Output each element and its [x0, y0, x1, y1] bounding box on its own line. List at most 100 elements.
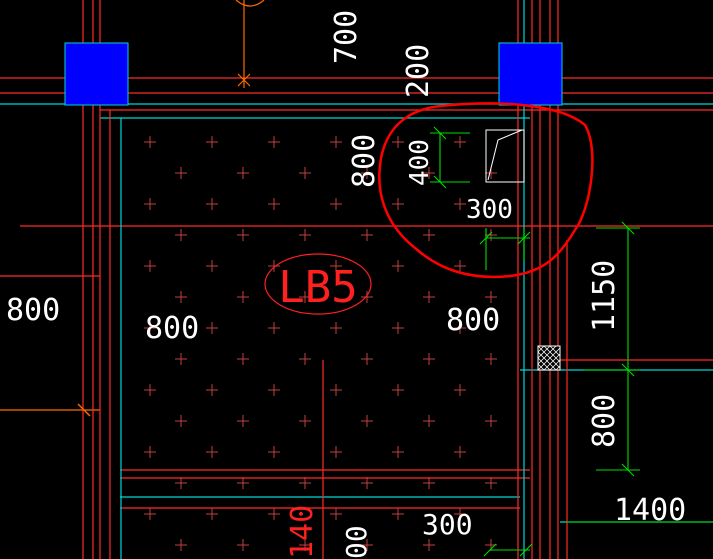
hatch-plus — [392, 198, 404, 210]
dim-300-bottom: 300 — [422, 508, 473, 541]
opening-symbol-icon[interactable] — [485, 129, 525, 183]
hatch-plus — [454, 198, 466, 210]
hatch-plus — [206, 446, 218, 458]
dim-300-hole: 300 — [466, 195, 513, 225]
hatch-plus — [206, 198, 218, 210]
hatch-plus — [361, 229, 373, 241]
hatch-plus — [392, 136, 404, 148]
hatch-plus — [392, 446, 404, 458]
hatch-plus — [330, 508, 342, 520]
hatch-plus — [423, 353, 435, 365]
hatch-plus — [206, 136, 218, 148]
hatch-plus — [237, 415, 249, 427]
hatch-plus — [485, 291, 497, 303]
hatch-plus — [485, 415, 497, 427]
dim-00-bottom: 00 — [340, 525, 373, 559]
dimension-lines — [430, 126, 713, 557]
hatch-plus — [361, 291, 373, 303]
hatch-plus — [454, 384, 466, 396]
hatch-plus — [268, 508, 280, 520]
hatch-plus — [144, 384, 156, 396]
tick-mark — [77, 403, 91, 417]
hatch-plus — [144, 198, 156, 210]
green-dimension-texts: 1150 800 140 — [285, 260, 622, 559]
dim-1400: 1400 — [614, 493, 686, 528]
dim-800-right-vertical: 800 — [587, 394, 622, 448]
hatch-plus — [454, 322, 466, 334]
hatch-plus — [361, 539, 373, 551]
column-right[interactable] — [498, 42, 563, 106]
dim-800-mid-left: 800 — [145, 311, 199, 346]
hatch-plus — [206, 322, 218, 334]
hatch-plus — [361, 167, 373, 179]
hatch-plus — [423, 291, 435, 303]
hatch-plus — [330, 260, 342, 272]
hatch-plus — [361, 415, 373, 427]
hatch-plus — [175, 477, 187, 489]
dim-800-far-left: 800 — [6, 293, 60, 328]
slab-label: LB5 — [278, 262, 357, 313]
hatch-plus — [268, 322, 280, 334]
slab-hatch-pattern — [144, 136, 497, 551]
hatch-plus — [237, 477, 249, 489]
hatch-plus — [144, 508, 156, 520]
hatch-plus — [144, 322, 156, 334]
hatch-plus — [330, 198, 342, 210]
hatch-plus — [299, 229, 311, 241]
hatch-plus — [330, 446, 342, 458]
hatch-plus — [175, 291, 187, 303]
hatch-plus — [423, 477, 435, 489]
hatch-plus — [330, 384, 342, 396]
hatch-plus — [268, 384, 280, 396]
hatch-plus — [237, 229, 249, 241]
hatch-plus — [299, 415, 311, 427]
hatch-plus — [423, 229, 435, 241]
dimension-texts: 700 200 800 400 300 800 800 800 1400 300… — [6, 10, 686, 559]
hatch-plus — [454, 136, 466, 148]
dim-800-left-vertical: 800 — [347, 134, 382, 188]
column-left[interactable] — [64, 42, 129, 106]
hatch-plus — [237, 353, 249, 365]
hatch-plus — [485, 229, 497, 241]
hatch-plus — [361, 477, 373, 489]
hatch-plus — [206, 384, 218, 396]
hatch-plus — [206, 260, 218, 272]
hatch-plus — [175, 353, 187, 365]
hatch-plus — [454, 260, 466, 272]
tick-mark — [237, 73, 251, 87]
dim-800-mid-right: 800 — [446, 303, 500, 338]
dim-1150: 1150 — [587, 260, 622, 332]
hatch-plus — [330, 322, 342, 334]
hatch-plus — [485, 477, 497, 489]
hatch-plus — [485, 353, 497, 365]
hatch-plus — [206, 508, 218, 520]
hatch-plus — [175, 167, 187, 179]
dim-200: 200 — [401, 44, 436, 98]
slab-label-ellipse[interactable] — [264, 253, 372, 315]
hatch-plus — [144, 260, 156, 272]
hatch-plus — [299, 539, 311, 551]
dim-400: 400 — [405, 139, 435, 186]
hatch-plus — [299, 353, 311, 365]
hatch-plus — [144, 136, 156, 148]
hatch-plus — [454, 508, 466, 520]
hatch-plus — [361, 353, 373, 365]
hatch-plus — [268, 136, 280, 148]
hatch-plus — [392, 260, 404, 272]
dim-700: 700 — [329, 10, 364, 64]
hatch-plus — [423, 415, 435, 427]
hatch-plus — [392, 508, 404, 520]
hatch-plus — [268, 446, 280, 458]
dim-140: 140 — [285, 505, 320, 559]
markup-cloud[interactable] — [378, 102, 594, 279]
hatch-plus — [237, 167, 249, 179]
hatch-plus — [144, 446, 156, 458]
hatch-plus — [237, 539, 249, 551]
hatch-plus — [423, 539, 435, 551]
hatch-plus — [330, 136, 342, 148]
hatch-plus — [175, 415, 187, 427]
hatch-plus — [392, 384, 404, 396]
hatch-plus — [175, 539, 187, 551]
hatched-box-icon[interactable] — [537, 345, 561, 371]
